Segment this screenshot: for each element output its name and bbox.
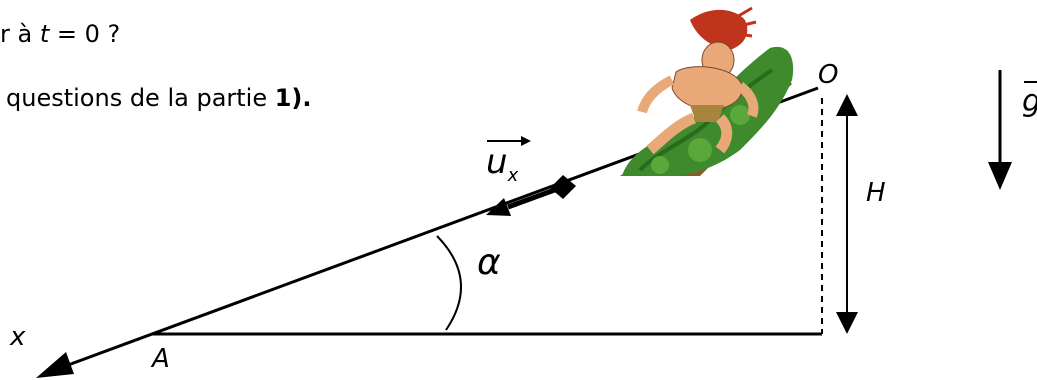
question-line-2-prefix: questions de la partie bbox=[6, 84, 275, 112]
unit-vector-bar-head bbox=[521, 136, 531, 146]
unit-vector-letter: u bbox=[486, 142, 508, 182]
x-axis-label: x bbox=[10, 322, 26, 352]
unit-vector-shaft bbox=[507, 185, 561, 210]
gravity-label: g bbox=[1022, 84, 1037, 119]
height-label: H bbox=[866, 178, 886, 208]
x-axis-arrowhead bbox=[36, 352, 74, 378]
question-line-1: r à t = 0 ? bbox=[0, 20, 120, 48]
height-arrow-bottom bbox=[836, 312, 858, 334]
unit-vector-label: ux bbox=[486, 142, 518, 186]
angle-label: α bbox=[477, 242, 501, 283]
point-a-label: A bbox=[152, 344, 170, 374]
tarzan-on-tree-icon bbox=[620, 6, 794, 176]
angle-arc bbox=[436, 235, 462, 331]
sliding-object bbox=[550, 175, 576, 199]
question-line-1-prefix: r à bbox=[0, 20, 40, 48]
unit-vector-arrowhead bbox=[486, 198, 511, 216]
origin-label: O bbox=[818, 60, 839, 90]
part-reference: 1). bbox=[274, 84, 312, 112]
gravity-arrow-head bbox=[988, 162, 1012, 190]
question-line-1-suffix: = 0 ? bbox=[49, 20, 121, 48]
height-arrow-top bbox=[836, 94, 858, 116]
time-variable: t bbox=[39, 20, 50, 48]
unit-vector-subscript: x bbox=[507, 164, 519, 186]
question-line-2: questions de la partie 1). bbox=[6, 84, 312, 112]
